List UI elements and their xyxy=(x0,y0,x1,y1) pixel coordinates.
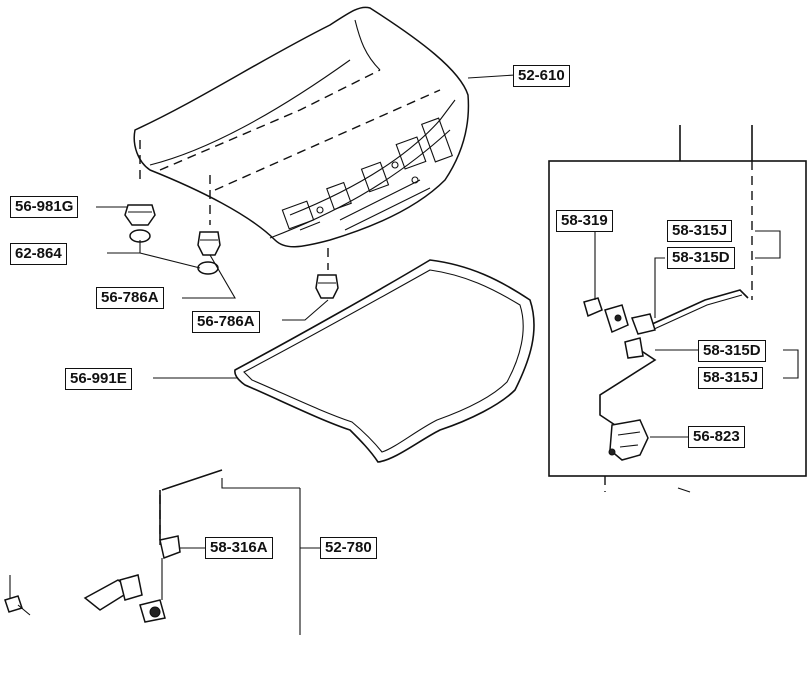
bumper-parts xyxy=(124,204,339,299)
label-52-610: 52-610 xyxy=(513,65,570,87)
label-58-319: 58-319 xyxy=(556,210,613,232)
label-58-316a: 58-316A xyxy=(205,537,273,559)
label-56-823: 56-823 xyxy=(688,426,745,448)
trunk-lid xyxy=(133,6,470,248)
label-56-786a-upper: 56-786A xyxy=(96,287,164,309)
label-58-315j-upper: 58-315J xyxy=(667,220,733,242)
weatherstrip xyxy=(234,259,535,463)
label-62-864: 62-864 xyxy=(10,243,67,265)
opener-cable xyxy=(4,469,300,623)
label-58-315d-lower: 58-315D xyxy=(698,340,766,362)
lock-box xyxy=(548,125,807,493)
leader-lines xyxy=(96,74,799,635)
label-56-981g: 56-981G xyxy=(10,196,79,218)
label-56-786a-lower: 56-786A xyxy=(192,311,260,333)
label-56-991e: 56-991E xyxy=(65,368,132,390)
label-58-315d-upper: 58-315D xyxy=(667,247,735,269)
label-58-315j-lower: 58-315J xyxy=(698,367,764,389)
label-52-780: 52-780 xyxy=(320,537,377,559)
lid-guide-lines xyxy=(139,69,441,270)
